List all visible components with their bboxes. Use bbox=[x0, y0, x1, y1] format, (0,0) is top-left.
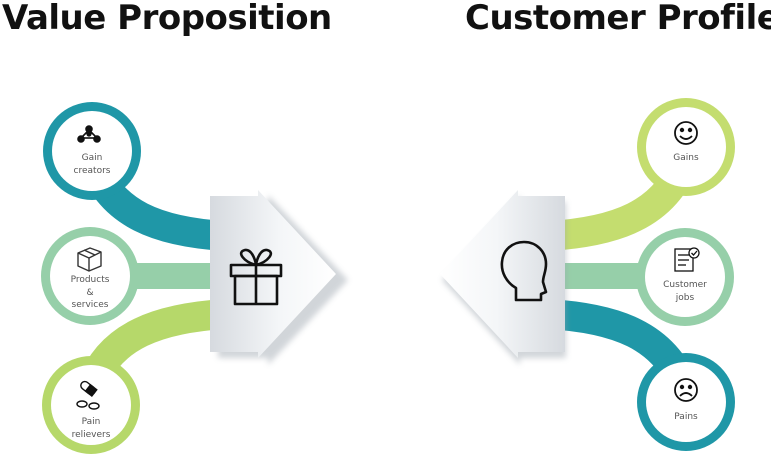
customer-profile-arrow bbox=[440, 190, 566, 365]
value-proposition-arrow bbox=[210, 190, 348, 365]
smiley-icon bbox=[674, 121, 698, 145]
node-products-services bbox=[41, 227, 139, 325]
node-gains bbox=[637, 98, 735, 196]
label-gains: Gains bbox=[673, 153, 699, 163]
checklist-icon bbox=[674, 247, 700, 272]
pills-icon bbox=[76, 380, 100, 410]
gift-icon bbox=[229, 248, 283, 306]
label-products-services: Products & services bbox=[70, 275, 110, 310]
label-pains: Pains bbox=[674, 412, 698, 422]
label-customer-jobs: Customer jobs bbox=[663, 280, 707, 303]
customer-profile-title: Customer Profile bbox=[465, 0, 771, 38]
value-proposition-title: Value Proposition bbox=[2, 0, 332, 38]
node-customer-jobs bbox=[636, 228, 734, 326]
node-gain-creators bbox=[43, 102, 141, 200]
node-pain-relievers bbox=[42, 356, 140, 454]
node-pains bbox=[637, 353, 735, 451]
network-icon bbox=[77, 125, 101, 143]
label-pain-relievers: Pain relievers bbox=[71, 417, 111, 440]
label-gain-creators: Gain creators bbox=[73, 153, 111, 176]
box-icon bbox=[77, 247, 102, 272]
head-silhouette-icon bbox=[500, 240, 548, 302]
sad-face-icon bbox=[674, 378, 698, 402]
